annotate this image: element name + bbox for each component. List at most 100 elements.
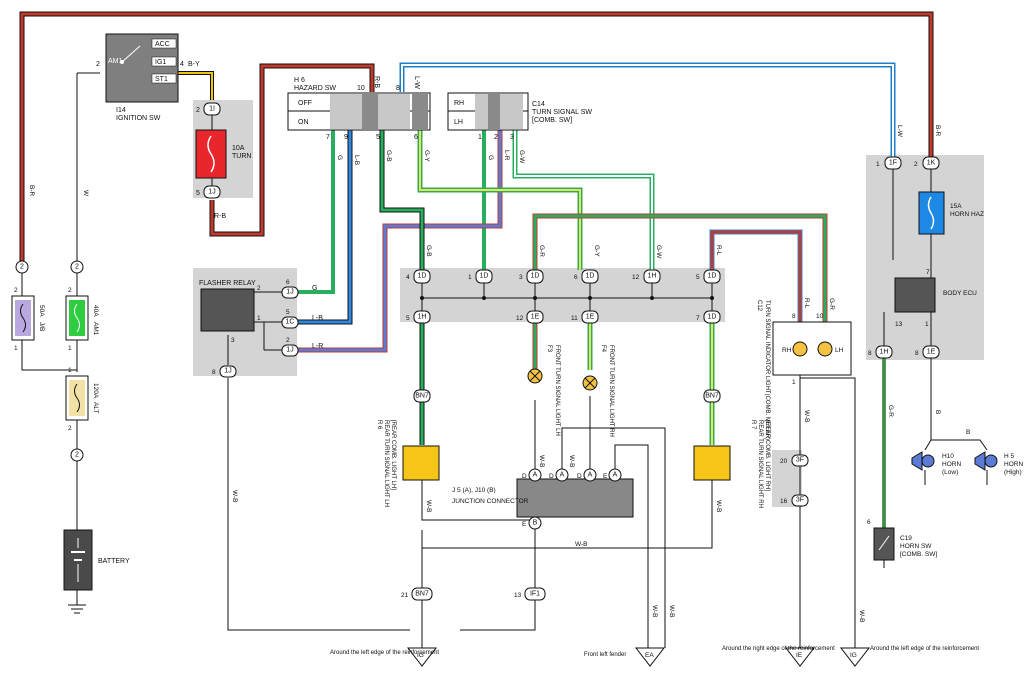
hazard-ref: H 6 xyxy=(294,77,305,84)
junction-connector: A A A A D D D E B E J 5 (A), J10 (B) JUN… xyxy=(452,468,634,530)
jp-top-6: 1D xyxy=(708,273,717,280)
wl-lb: L-B xyxy=(353,155,360,165)
grounds: IG EA IE IG Around the left edge of the … xyxy=(330,646,979,667)
horn-sw-ref: C19 xyxy=(900,535,912,542)
tsw-name: TURN SIGNAL SW xyxy=(532,109,592,116)
horn-1k: 1K xyxy=(927,160,936,167)
jc-e1: E xyxy=(603,473,608,480)
ign-pin4: 4 xyxy=(180,61,184,68)
jp-top-3-n: 3 xyxy=(519,274,523,281)
hazard-wire-rb: R-B xyxy=(373,76,380,88)
jp-top-6-n: 5 xyxy=(696,274,700,281)
jp-top-1: 1D xyxy=(418,273,427,280)
wl-wb-2: W-B xyxy=(231,490,238,503)
rear-rh-conn: BN7 xyxy=(705,393,719,400)
ground-note-2: Front left fender xyxy=(584,652,626,658)
flasher-wire-lb: L-B xyxy=(312,315,323,322)
ecu-n8a: 8 xyxy=(868,350,872,357)
wl-gr: G-R xyxy=(538,245,545,257)
wl-gb-2: G-B xyxy=(425,245,432,257)
hazard-name: HAZARD SW xyxy=(294,85,336,92)
wl-wb-6: W-B xyxy=(568,455,575,468)
wire-g-y xyxy=(417,130,583,270)
tsw-sub: [COMB. SW] xyxy=(532,117,572,124)
meter-ref: C12 xyxy=(756,300,762,312)
r7-sub: [REAR COMB. LIGHT RH] xyxy=(764,420,770,491)
conn-bn7-b: BN7 xyxy=(415,591,429,598)
jc-d1: D xyxy=(522,473,527,480)
wl-w: W xyxy=(82,190,89,197)
fuse-am1-name: AM1 xyxy=(92,322,99,336)
horn-sw-sub: [COMB. SW] xyxy=(900,551,937,558)
conn-if1: IF1 xyxy=(530,591,540,598)
f3-ref: F3 xyxy=(546,345,552,353)
fuse-jb-name: J/B xyxy=(38,322,45,331)
wire-b-horn xyxy=(924,358,932,451)
turn-signal-switch: RH LH 1 2 3 C14 TURN SIGNAL SW [COMB. SW… xyxy=(447,92,592,141)
ecu-pin1: 1 xyxy=(925,321,929,328)
n21: 21 xyxy=(401,592,409,599)
ecu-pin13: 13 xyxy=(895,321,903,328)
meter-lh: LH xyxy=(835,347,844,354)
wl-wb-3: W-B xyxy=(575,541,588,548)
jp-bot-2: 1E xyxy=(531,314,540,321)
tsw-pin3: 3 xyxy=(510,134,514,141)
horn-section: 1F 1K 1 2 15A HORN HAZ BODY ECU 7 13 1 1… xyxy=(868,156,984,359)
fuse-alt-name: ALT xyxy=(92,402,99,413)
wl-br-left: B-R xyxy=(28,185,35,197)
ecu-1h: 1H xyxy=(880,349,889,356)
hazard-pin8: 8 xyxy=(396,85,400,92)
h5-ref: H 5 xyxy=(1004,453,1015,460)
horn-n1: 1 xyxy=(876,161,880,168)
svg-text:2: 2 xyxy=(68,425,72,432)
wl-gy-1: G-Y xyxy=(423,150,430,162)
wl-b: B xyxy=(934,410,941,414)
wl-lw: L-W xyxy=(896,125,903,138)
ecu-1e: 1E xyxy=(927,349,936,356)
r6-ref: R 6 xyxy=(376,420,382,430)
svg-text:B: B xyxy=(533,520,538,527)
ignition-switch: ACC AM1 IG1 ST1 2 4 B-Y I14 IGNITION SW xyxy=(96,33,200,122)
jp-bot-1: 1H xyxy=(418,314,427,321)
wl-br-right: B-R xyxy=(934,125,941,137)
fuse-jb-amp: 50A xyxy=(38,305,45,317)
ground-ig-2: IG xyxy=(850,652,857,659)
junction-internal xyxy=(420,283,714,312)
svg-text:1: 1 xyxy=(68,345,72,352)
turn-fuse-pin-top: 1I xyxy=(209,106,215,113)
h10-name: HORN xyxy=(942,461,961,468)
flasher-name: FLASHER RELAY xyxy=(199,280,256,287)
meter-pin8: 8 xyxy=(792,313,796,320)
wire-r-b-hazard xyxy=(209,63,375,237)
horn-fuse-name: HORN HAZ xyxy=(950,211,984,218)
r6-name: REAR TURN SIGNAL LIGHT LH xyxy=(383,420,389,507)
f4-name: FRONT TURN SIGNAL LIGHT RH xyxy=(608,345,614,437)
ground-note-3: Around the right edge of the reinforceme… xyxy=(722,646,835,652)
wl-gw-2: G-W xyxy=(655,245,662,259)
tsw-ref: C14 xyxy=(532,101,545,108)
misc-connectors: BN7 21 IF1 13 xyxy=(401,587,546,601)
wl-gr-2: G-R xyxy=(828,298,835,310)
jp-top-1-n: 4 xyxy=(406,274,410,281)
fuse-alt-amp: 120A xyxy=(92,383,99,399)
jp-top-3: 1D xyxy=(531,273,540,280)
turn-fuse-pin-bottom: 1J xyxy=(208,189,215,196)
jc-refs: J 5 (A), J10 (B) xyxy=(452,487,496,494)
flasher-conn-1j-b: 1J xyxy=(286,347,293,354)
meter-name: TURN SIGNAL INDICATOR LIGHT(COMB. METER) xyxy=(764,300,770,440)
horn-ecu-area xyxy=(866,155,984,360)
wl-g-2: G xyxy=(487,155,494,160)
wire-labels: B-R W G L-B G-B G-Y G L-R G-W L-W B-R G-… xyxy=(28,125,970,623)
flasher-conn-1c: 1C xyxy=(286,319,295,326)
svg-text:1: 1 xyxy=(14,345,18,352)
jp-bot-3-n: 11 xyxy=(571,315,578,322)
wl-gw: G-W xyxy=(518,150,525,164)
wire-g-r xyxy=(532,213,828,322)
flasher-n6: 6 xyxy=(286,279,290,286)
ign-pin2: 2 xyxy=(96,61,100,68)
jp-top-4-n: 6 xyxy=(574,274,578,281)
wire-g-flasher xyxy=(298,130,335,294)
rear-lh-conn: BN7 xyxy=(415,393,429,400)
ign-ref: I14 xyxy=(116,107,126,114)
